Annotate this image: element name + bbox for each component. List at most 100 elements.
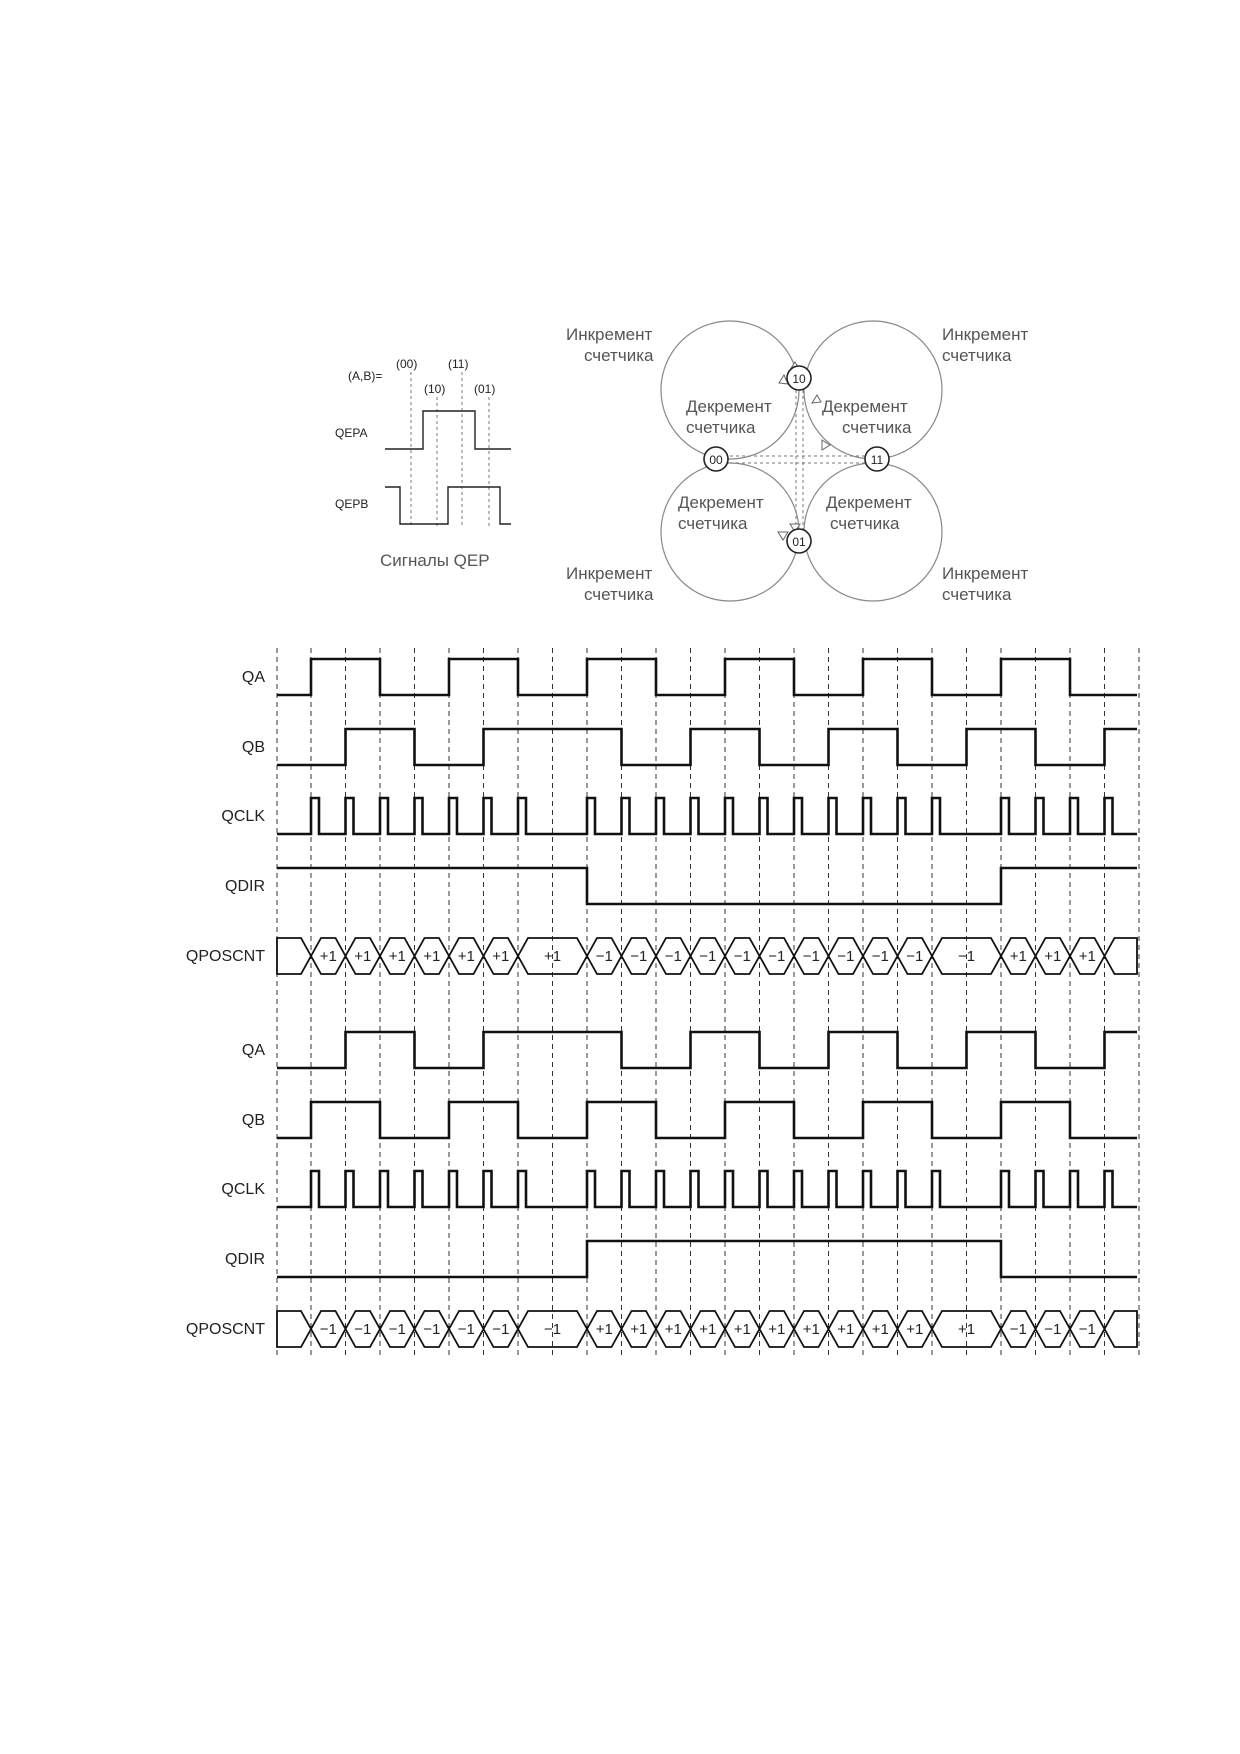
qa-waveform [277,1030,1137,1070]
bus-segment [276,937,313,975]
state-node-label: 11 [871,453,884,467]
forward-qposcnt-bus: +1+1+1+1+1+1+1−1−1−1−1−1−1−1−1−1−1−1+1+1… [276,937,1138,975]
decrement-label: Декремент [822,397,908,416]
qep-signals: (A,B)= (00) (11) (10) (01) QEPA QEPB Сиг… [335,357,511,570]
count-value: −1 [544,1321,561,1338]
qb-waveform [277,1100,1137,1140]
count-value: −1 [320,1321,337,1338]
cycle-circle [660,320,800,460]
count-value: +1 [803,1321,820,1338]
state-node-11 [864,446,890,472]
bus-segment [276,1310,313,1348]
arrow-icon [811,394,822,404]
state-node-00 [703,446,729,472]
count-value: +1 [872,1321,889,1338]
decrement-label: Декремент [686,397,772,416]
increment-label: счетчика [942,585,1012,604]
count-value: −1 [837,948,854,965]
dashed-grid [276,648,1140,1355]
increment-label: Инкремент [942,564,1028,583]
increment-label: счетчика [584,346,654,365]
signal-label-qa: QA [242,669,265,686]
bus-segment [1103,1310,1138,1348]
count-value: −1 [1044,1321,1061,1338]
bus-segment [1103,937,1138,975]
signal-label-qclk: QCLK [221,1181,265,1198]
qepb-label: QEPB [335,497,368,511]
forward-waves [277,657,1137,906]
signal-label-qdir: QDIR [225,878,265,895]
signal-label-qa: QA [242,1042,265,1059]
count-value: +1 [492,948,509,965]
count-value: +1 [354,948,371,965]
count-value: +1 [665,1321,682,1338]
increment-label: счетчика [584,585,654,604]
count-value: −1 [1079,1321,1096,1338]
qclk-waveform [277,796,1137,836]
count-value: −1 [665,948,682,965]
qep-caption: Сигналы QEP [380,551,490,570]
count-value: +1 [1044,948,1061,965]
count-value: −1 [872,948,889,965]
count-value: +1 [389,948,406,965]
signal-label-qdir: QDIR [225,1251,265,1268]
reverse-qposcnt-bus: −1−1−1−1−1−1−1+1+1+1+1+1+1+1+1+1+1+1−1−1… [276,1310,1138,1348]
count-value: −1 [734,948,751,965]
qb-waveform [277,727,1137,767]
signal-label-qclk: QCLK [221,808,265,825]
arrow-icon [821,439,831,451]
count-value: +1 [699,1321,716,1338]
arrow-icon [778,373,789,385]
state-node-label: 10 [792,372,806,386]
count-value: +1 [1079,948,1096,965]
increment-label: счетчика [942,346,1012,365]
qepb-wave [385,486,511,525]
state-diagram: 10 00 11 01 Инкремент счетчика Инкремент… [566,320,1028,604]
state-11: (11) [448,357,468,371]
decrement-label: Декремент [678,493,764,512]
count-value: −1 [458,1321,475,1338]
count-value: +1 [458,948,475,965]
count-value: +1 [906,1321,923,1338]
signal-label-qb: QB [242,1112,265,1129]
decrement-label: счетчика [686,418,756,437]
state-10: (10) [424,382,445,396]
count-value: −1 [803,948,820,965]
state-node-label: 01 [792,535,806,549]
decrement-label: счетчика [830,514,900,533]
state-00: (00) [396,357,417,371]
count-value: −1 [906,948,923,965]
count-value: −1 [389,1321,406,1338]
timing-reverse: QA QB QCLK QDIR QPOSCNT −1 −1 −1 −1 −1 −1 −1 +1… [186,1030,1138,1348]
signal-label-qposcnt: QPOSCNT [186,948,265,965]
state-node-01 [786,528,812,554]
count-value: +1 [596,1321,613,1338]
count-value: −1 [423,1321,440,1338]
arrow-icon [777,531,789,541]
count-value: +1 [734,1321,751,1338]
decrement-label: счетчика [842,418,912,437]
increment-label: Инкремент [566,325,652,344]
qa-waveform [277,657,1137,697]
count-value: −1 [958,948,975,965]
state-node-label: 00 [709,453,723,467]
timing-forward: QA QB QCLK QDIR QPOSCNT +1+1+1+1+1+1+1−1… [186,657,1138,975]
count-value: −1 [699,948,716,965]
state-01: (01) [474,382,495,396]
increment-label: Инкремент [566,564,652,583]
ab-label: (A,B)= [348,369,382,383]
count-value: −1 [492,1321,509,1338]
count-value: +1 [958,1321,975,1338]
arrow-icon [789,523,801,533]
qepa-label: QEPA [335,426,367,440]
count-value: +1 [630,1321,647,1338]
reverse-waves [277,1030,1137,1279]
qdir-waveform [277,1239,1137,1279]
signal-label-qposcnt: QPOSCNT [186,1321,265,1338]
count-value: +1 [423,948,440,965]
count-value: −1 [354,1321,371,1338]
count-value: +1 [544,948,561,965]
count-value: −1 [630,948,647,965]
count-value: −1 [768,948,785,965]
